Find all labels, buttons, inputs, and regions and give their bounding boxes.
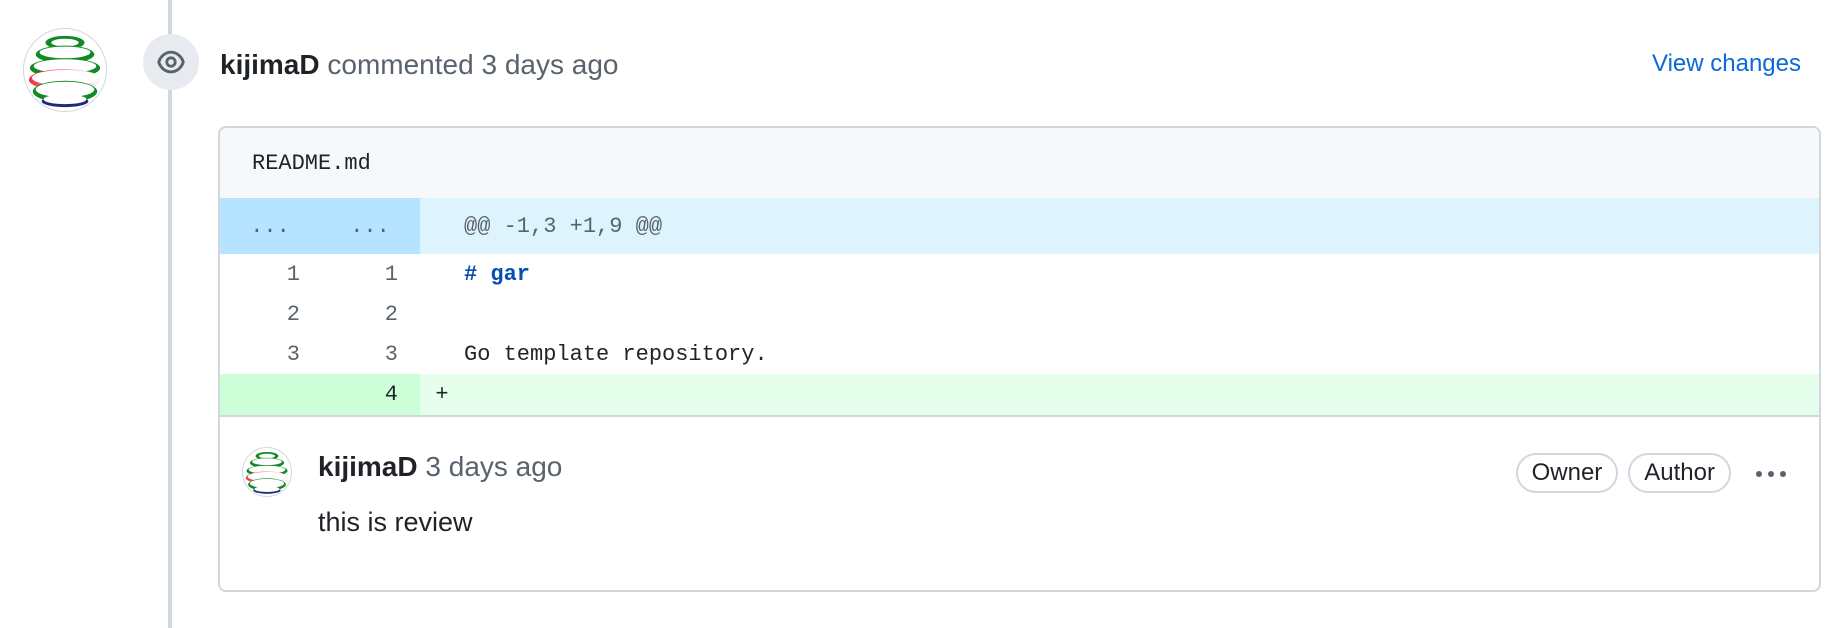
dot — [1780, 471, 1786, 477]
comment-avatar[interactable] — [242, 447, 292, 497]
new-line-number[interactable]: 2 — [384, 301, 398, 327]
file-header: README.md — [220, 128, 1819, 198]
kebab-horizontal-icon[interactable] — [1751, 459, 1791, 489]
eye-icon — [143, 34, 199, 90]
event-header: kijimaD commented 3 days ago — [220, 45, 618, 85]
event-time[interactable]: 3 days ago — [481, 49, 619, 80]
new-line-number[interactable]: 1 — [384, 261, 398, 287]
author-badge: Author — [1628, 453, 1731, 493]
markdown-heading-marker: # — [464, 261, 478, 287]
new-line-number[interactable]: 4 — [384, 382, 398, 407]
comment-time[interactable]: 3 days ago — [425, 451, 563, 482]
added-line-numbers: 4 — [220, 374, 420, 415]
new-line-number[interactable]: 3 — [384, 341, 398, 367]
event-author[interactable]: kijimaD — [220, 49, 320, 80]
hunk-right-marker[interactable]: ... — [350, 213, 390, 239]
hunk-left-marker[interactable]: ... — [250, 213, 290, 239]
old-line-number[interactable]: 2 — [286, 301, 300, 327]
divider — [220, 415, 1819, 417]
old-line-number[interactable]: 1 — [286, 261, 300, 287]
avatar-image — [24, 29, 106, 111]
diff-context-row: 2 2 — [220, 294, 1819, 334]
dot — [1768, 471, 1774, 477]
event-action: commented — [327, 49, 474, 80]
comment-header: kijimaD 3 days ago — [318, 447, 562, 487]
diff-add-marker: + — [435, 382, 449, 407]
old-line-number[interactable]: 3 — [286, 341, 300, 367]
markdown-heading-text: gar — [477, 261, 531, 287]
diff-hunk-row: ... ... @@ -1,3 +1,9 @@ — [220, 198, 1819, 254]
comment-body: this is review — [318, 507, 473, 537]
dot — [1756, 471, 1762, 477]
timeline-line — [168, 0, 172, 628]
owner-badge: Owner — [1515, 453, 1619, 493]
diff-context-row: 1 1 # gar — [220, 254, 1819, 294]
review-comment: kijimaD 3 days ago Owner Author this is … — [220, 417, 1819, 590]
diff-table: ... ... @@ -1,3 +1,9 @@ 1 1 # gar 2 2 3 … — [220, 198, 1819, 415]
diff-line-code: Go template repository. — [464, 341, 768, 367]
avatar-image — [243, 448, 291, 496]
diff-added-row: 4 + — [220, 374, 1819, 415]
avatar[interactable] — [23, 28, 107, 112]
file-name[interactable]: README.md — [252, 150, 371, 176]
hunk-header: @@ -1,3 +1,9 @@ — [464, 213, 663, 239]
diff-context-row: 3 3 Go template repository. — [220, 334, 1819, 374]
view-changes-link[interactable]: View changes — [1652, 50, 1801, 77]
comment-author[interactable]: kijimaD — [318, 451, 418, 482]
hunk-line-numbers: ... ... — [220, 198, 420, 254]
role-badges: Owner Author — [1515, 453, 1731, 493]
review-thread: README.md ... ... @@ -1,3 +1,9 @@ 1 1 # … — [218, 126, 1821, 592]
diff-line-code: # gar — [420, 262, 1819, 287]
